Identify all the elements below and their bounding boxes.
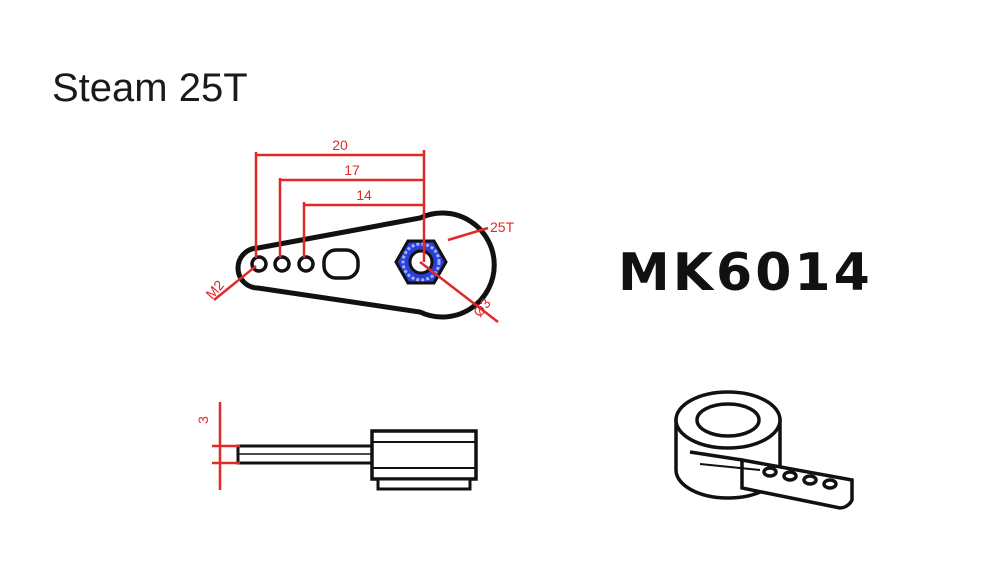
servo-arm-isometric-view	[674, 390, 854, 510]
arm-slot	[322, 248, 360, 280]
thickness-label: 3	[195, 416, 211, 424]
model-number: MK6014	[618, 243, 873, 303]
arm-hole-17	[273, 255, 291, 273]
dim-14-label: 14	[356, 187, 372, 203]
spline-label: 25T	[490, 219, 515, 235]
hole-label: M2	[202, 277, 227, 302]
diagram-title: Steam 25T	[52, 66, 248, 110]
dimension-lines	[213, 150, 499, 323]
dim-20-label: 20	[332, 137, 348, 153]
servo-arm-top-view	[235, 210, 497, 320]
servo-arm-side-view	[236, 429, 478, 491]
dim-17-label: 17	[344, 162, 360, 178]
arm-hole-14	[297, 255, 315, 273]
thickness-dimension	[212, 402, 240, 490]
